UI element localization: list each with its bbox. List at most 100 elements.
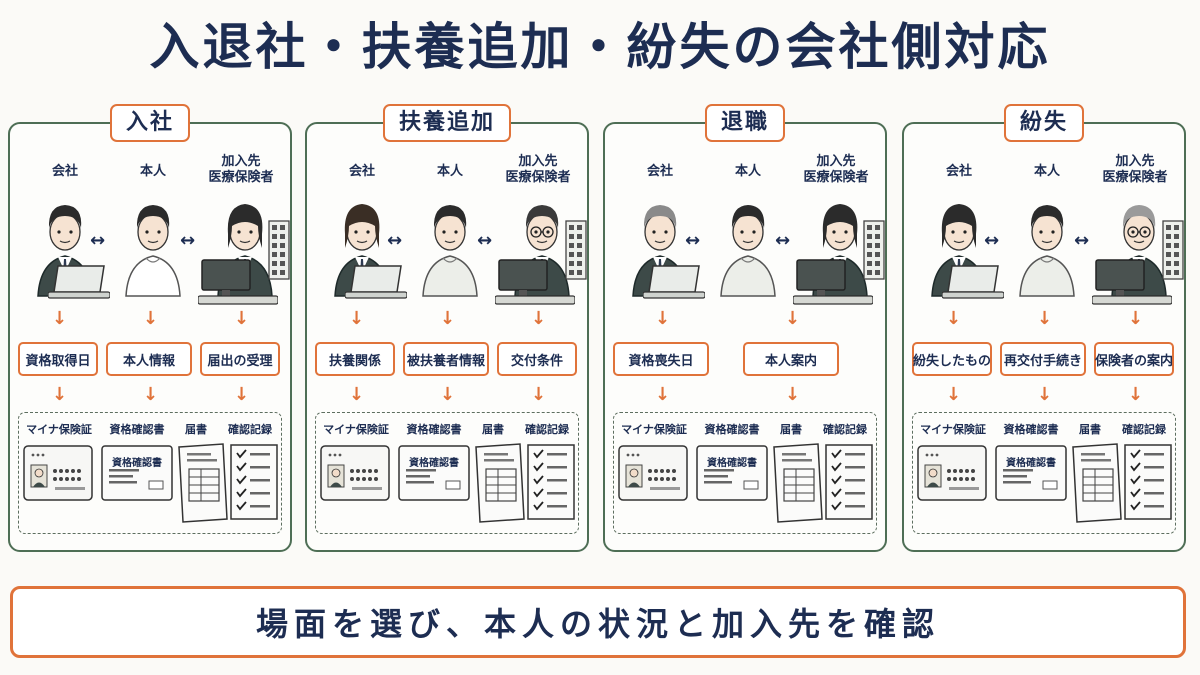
check-item: 被扶養者情報: [403, 342, 489, 376]
check-item: 資格喪失日: [613, 342, 709, 376]
check-item: 保険者の案内: [1094, 342, 1174, 376]
monitor-icon: [1091, 258, 1173, 310]
laptop-icon: [344, 264, 408, 304]
checklist-icon: [526, 443, 578, 527]
document-label: 届書: [1079, 423, 1101, 436]
document-label: 届書: [185, 423, 207, 436]
document-label: 届書: [482, 423, 504, 436]
documents-area: マイナ保険証資格確認書届書確認記録 資格確認書: [315, 412, 579, 534]
bidirectional-arrow-icon: ↔: [984, 230, 1000, 251]
down-arrow-icon: ↓: [143, 384, 159, 405]
down-arrow-icon: ↓: [440, 384, 456, 405]
down-arrow-icon: ↓: [531, 308, 547, 329]
down-arrow-icon: ↓: [52, 308, 68, 329]
certificate-title: 資格確認書: [112, 458, 162, 469]
role-insurer: 加入先医療保険者: [505, 154, 571, 185]
check-item: 届出の受理: [200, 342, 280, 376]
panel-label: 扶養追加: [382, 104, 512, 142]
id-card-icon: [917, 445, 987, 505]
role-company: 会社: [51, 164, 78, 179]
document-label: 確認記録: [1122, 423, 1166, 436]
document-label: 確認記録: [525, 423, 569, 436]
monitor-icon: [494, 258, 576, 310]
id-card-icon: [23, 445, 93, 505]
role-company: 会社: [348, 164, 375, 179]
panel-3: 退職会社 本人 加入先医療保険者: [603, 104, 887, 552]
panel-1: 入社会社本人加入先医療保険者: [8, 104, 292, 552]
documents-area: マイナ保険証資格確認書届書確認記録 資格確認書: [613, 412, 877, 534]
document-label: マイナ保険証: [920, 423, 986, 436]
panel-label: 退職: [704, 104, 786, 142]
building-icon: [268, 220, 290, 284]
down-arrow-icon: ↓: [52, 384, 68, 405]
down-arrow-icon: ↓: [1037, 384, 1053, 405]
document-label: 資格確認書: [109, 423, 165, 436]
bidirectional-arrow-icon: ↔: [685, 230, 701, 251]
check-item: 再交付手続き: [1000, 342, 1086, 376]
certificate-icon: 資格確認書: [101, 445, 173, 505]
document-label: 資格確認書: [1003, 423, 1059, 436]
document-label: 資格確認書: [406, 423, 462, 436]
role-self: 本人: [436, 164, 463, 179]
building-icon: [863, 220, 885, 284]
bidirectional-arrow-icon: ↔: [1074, 230, 1090, 251]
check-item: 扶養関係: [315, 342, 395, 376]
document-label: 資格確認書: [704, 423, 760, 436]
role-insurer: 加入先医療保険者: [1102, 154, 1168, 185]
down-arrow-icon: ↓: [531, 384, 547, 405]
document-label: マイナ保険証: [26, 423, 92, 436]
role-insurer: 加入先医療保険者: [208, 154, 274, 185]
bidirectional-arrow-icon: ↔: [180, 230, 196, 251]
role-company: 会社: [646, 164, 673, 179]
panel-2: 扶養追加会社 本人 加入先医療保険者: [305, 104, 589, 552]
person-self: [118, 196, 188, 298]
down-arrow-icon: ↓: [655, 384, 671, 405]
certificate-icon: 資格確認書: [995, 445, 1067, 505]
check-item: 本人案内: [743, 342, 839, 376]
checklist-icon: [1123, 443, 1175, 527]
down-arrow-icon: ↓: [440, 308, 456, 329]
form-document-icon: [772, 443, 824, 527]
panel-label: 紛失: [1003, 104, 1085, 142]
building-icon: [1162, 220, 1184, 284]
checklist-icon: [229, 443, 281, 527]
check-item: 資格取得日: [18, 342, 98, 376]
certificate-icon: 資格確認書: [398, 445, 470, 505]
check-item: 交付条件: [497, 342, 577, 376]
document-label: 確認記録: [228, 423, 272, 436]
role-self: 本人: [139, 164, 166, 179]
laptop-icon: [47, 264, 111, 304]
person-self: [415, 196, 485, 298]
form-document-icon: [474, 443, 526, 527]
document-label: 確認記録: [823, 423, 867, 436]
down-arrow-icon: ↓: [1128, 384, 1144, 405]
person-self: [1012, 196, 1082, 298]
down-arrow-icon: ↓: [349, 308, 365, 329]
summary-text: 場面を選び、本人の状況と加入先を確認: [255, 605, 940, 643]
role-self: 本人: [734, 164, 761, 179]
certificate-title: 資格確認書: [1006, 458, 1056, 469]
certificate-icon: 資格確認書: [696, 445, 768, 505]
role-company: 会社: [945, 164, 972, 179]
down-arrow-icon: ↓: [785, 308, 801, 329]
person-self: [713, 196, 783, 298]
document-label: 届書: [780, 423, 802, 436]
certificate-title: 資格確認書: [409, 458, 459, 469]
role-insurer: 加入先医療保険者: [803, 154, 869, 185]
page-title: 入退社・扶養追加・紛失の会社側対応: [149, 18, 1051, 76]
check-item: 本人情報: [106, 342, 192, 376]
down-arrow-icon: ↓: [143, 308, 159, 329]
down-arrow-icon: ↓: [1037, 308, 1053, 329]
documents-area: マイナ保険証資格確認書届書確認記録 資格確認書: [18, 412, 282, 534]
building-icon: [565, 220, 587, 284]
down-arrow-icon: ↓: [349, 384, 365, 405]
down-arrow-icon: ↓: [785, 384, 801, 405]
id-card-icon: [618, 445, 688, 505]
bidirectional-arrow-icon: ↔: [90, 230, 106, 251]
role-self: 本人: [1033, 164, 1060, 179]
id-card-icon: [320, 445, 390, 505]
panel-4: 紛失会社 本人 加入先医療保険者: [902, 104, 1186, 552]
documents-area: マイナ保険証資格確認書届書確認記録 資格確認書: [912, 412, 1176, 534]
down-arrow-icon: ↓: [234, 308, 250, 329]
form-document-icon: [177, 443, 229, 527]
